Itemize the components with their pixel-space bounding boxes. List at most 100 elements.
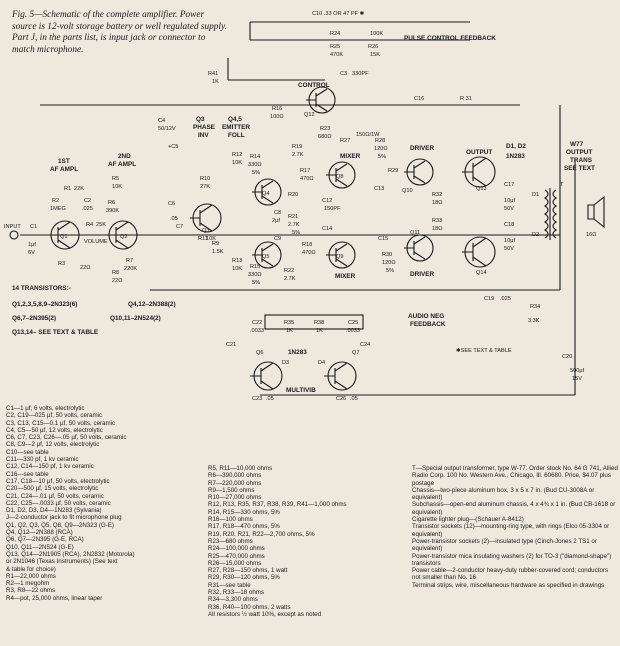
- parts-list-item: C12, C14—150 pf, 1 kv ceramic: [6, 463, 94, 471]
- label-c6: C6: [168, 201, 175, 207]
- output-transformer: [544, 188, 557, 240]
- parts-list-item: R7—220,000 ohms: [208, 479, 262, 487]
- label-r41-value: 1K: [212, 79, 219, 85]
- label-r13: R13: [232, 258, 242, 264]
- label-r38-value: 1K: [316, 328, 323, 334]
- label-r4: R4: [86, 222, 93, 228]
- parts-list-item: C3, C13, C15—0.1 µf, 50 volts, ceramic: [6, 419, 116, 427]
- label-r18-value: 470Ω: [302, 250, 316, 256]
- parts-list-item: R26—15,000 ohms: [208, 559, 262, 567]
- label-r33-value: 18Ω: [432, 226, 442, 232]
- parts-list-item: Power-transistor mica insulating washers…: [412, 552, 612, 567]
- label-q45: Q4,5: [228, 116, 242, 123]
- caption-box: [8, 6, 234, 58]
- label-w77-trans: TRANS: [570, 157, 593, 164]
- transistor-q2: [106, 220, 138, 250]
- parts-list-item: J—2-conductor jack to fit microphone plu…: [6, 514, 122, 522]
- label-q45-foll: FOLL: [228, 132, 245, 139]
- parts-list-item: Chassis—two-piece aluminum box, 3 x 5 x …: [412, 486, 595, 502]
- parts-list-item: C10—see table: [6, 448, 49, 456]
- label-c16: C16: [414, 96, 424, 102]
- label-r26: R26: [368, 44, 378, 50]
- label-tr3: Q6,7–2N395(2): [12, 315, 56, 322]
- label-r25-value: 470K: [330, 52, 343, 58]
- label-tr5: Q13,14– SEE TEXT & TABLE: [12, 329, 99, 336]
- label-c13: C13: [374, 186, 384, 192]
- label-r2-value: 1MEG: [50, 206, 66, 212]
- label-r35: R35: [284, 320, 294, 326]
- label-tr1: Q1,2,3,5,8,9–2N323(6): [12, 301, 77, 308]
- parts-list-item: R19, R20, R21, R22—2,700 ohms, 5%: [208, 530, 315, 538]
- label-c17-value: 10µf: [504, 198, 515, 204]
- feedback-wire: [227, 28, 325, 81]
- label-af2: 2ND: [118, 153, 131, 160]
- label-output: OUTPUT: [466, 149, 492, 156]
- label-r14: R14: [250, 154, 260, 160]
- label-c1-value: 1µf: [28, 242, 36, 248]
- label-c10: C10 .33 OR 47 PF ✱: [312, 10, 365, 17]
- label-c14: C14: [322, 226, 332, 232]
- label-transistors: 14 TRANSISTORS:-: [12, 285, 71, 292]
- label-q1: Q1: [60, 234, 67, 240]
- feedback-network-wire: [249, 21, 470, 41]
- transistor-q1: [48, 220, 80, 250]
- label-c25-value: .0033: [346, 328, 360, 334]
- label-r16: R16: [272, 106, 282, 112]
- label-r6: R6: [108, 200, 115, 206]
- label-r9-value: 1.5K: [212, 249, 224, 255]
- parts-list-item: R6—390,000 ohms: [208, 472, 262, 480]
- label-audio-neg-feedback: FEEDBACK: [410, 321, 446, 328]
- label-d1: D1: [532, 192, 539, 198]
- label-d2: D2: [532, 232, 539, 238]
- label-af2b: AF AMPL: [108, 161, 136, 168]
- label-multivib: MULTIVIB: [286, 387, 316, 394]
- parts-list-item: or 2N1046 (Texas Instruments) (See text: [6, 558, 118, 566]
- transistor-q6: [250, 361, 283, 391]
- parts-list-item: C6, C7, C23, C26—.05 µf, 50 volts, ceram…: [6, 434, 127, 442]
- label-res-150-1w: 150Ω/1W: [356, 132, 380, 138]
- label-q3-inv: INV: [198, 132, 209, 139]
- label-r5-value: 10K: [112, 184, 122, 190]
- parts-list-item: R3, R8—22 ohms: [6, 587, 56, 595]
- label-mixer-top: MIXER: [340, 153, 361, 160]
- parts-list-item: Q4, Q12—2N388 (RCA): [6, 529, 73, 537]
- label-r16-value: 100Ω: [270, 114, 284, 120]
- label-r3: R3: [58, 261, 65, 267]
- label-c6-value: .05: [170, 216, 178, 222]
- parts-list-item: C21, C24—.01 µf, 50 volts, ceramic: [6, 492, 104, 500]
- label-r1-value: 22K: [74, 186, 84, 192]
- label-c18-value: 10µf: [504, 238, 515, 244]
- label-r9: R9: [212, 241, 219, 247]
- label-r41: R41: [208, 71, 218, 77]
- label-tr2: Q4,12–2N388(2): [128, 301, 176, 308]
- label-r34: R34: [530, 304, 540, 310]
- figure-caption: Fig. 5—Schematic of the complete amplifi…: [12, 10, 227, 55]
- label-r38: R38: [314, 320, 324, 326]
- label-r35-value: 1K: [286, 328, 293, 334]
- label-r15-pct: 5%: [252, 280, 260, 286]
- label-af1b: AF AMPL: [50, 166, 78, 173]
- label-w77-output: OUTPUT: [566, 149, 592, 156]
- parts-list-item: R16—100 ohms: [208, 516, 253, 524]
- label-q12: Q12: [304, 112, 315, 118]
- label-r27: R27: [340, 138, 350, 144]
- transistor-q9: [326, 241, 356, 269]
- transistor-q5: [252, 241, 282, 269]
- transistor-q14: [462, 236, 496, 268]
- parts-list-item: Q1, Q2, Q3, Q5, Q8, Q9—2N323 (G-E): [6, 521, 114, 529]
- label-r10-value: 27K: [200, 184, 210, 190]
- label-r17-value: 470Ω: [300, 176, 314, 182]
- label-c24: C24: [360, 342, 370, 348]
- parts-list-item: R25—470,000 ohms: [208, 552, 265, 560]
- label-q5: Q5: [262, 254, 269, 260]
- label-r25: R25: [330, 44, 340, 50]
- power-rail: [260, 160, 576, 396]
- parts-list-item: R23—680 ohms: [208, 537, 253, 545]
- label-pulse-feedback: PULSE CONTROL FEEDBACK: [404, 35, 496, 42]
- label-r15: R15: [250, 264, 260, 270]
- label-af1: 1ST: [58, 158, 70, 165]
- label-audio-neg: AUDIO NEG: [408, 313, 444, 320]
- transistor-q11: [404, 234, 434, 262]
